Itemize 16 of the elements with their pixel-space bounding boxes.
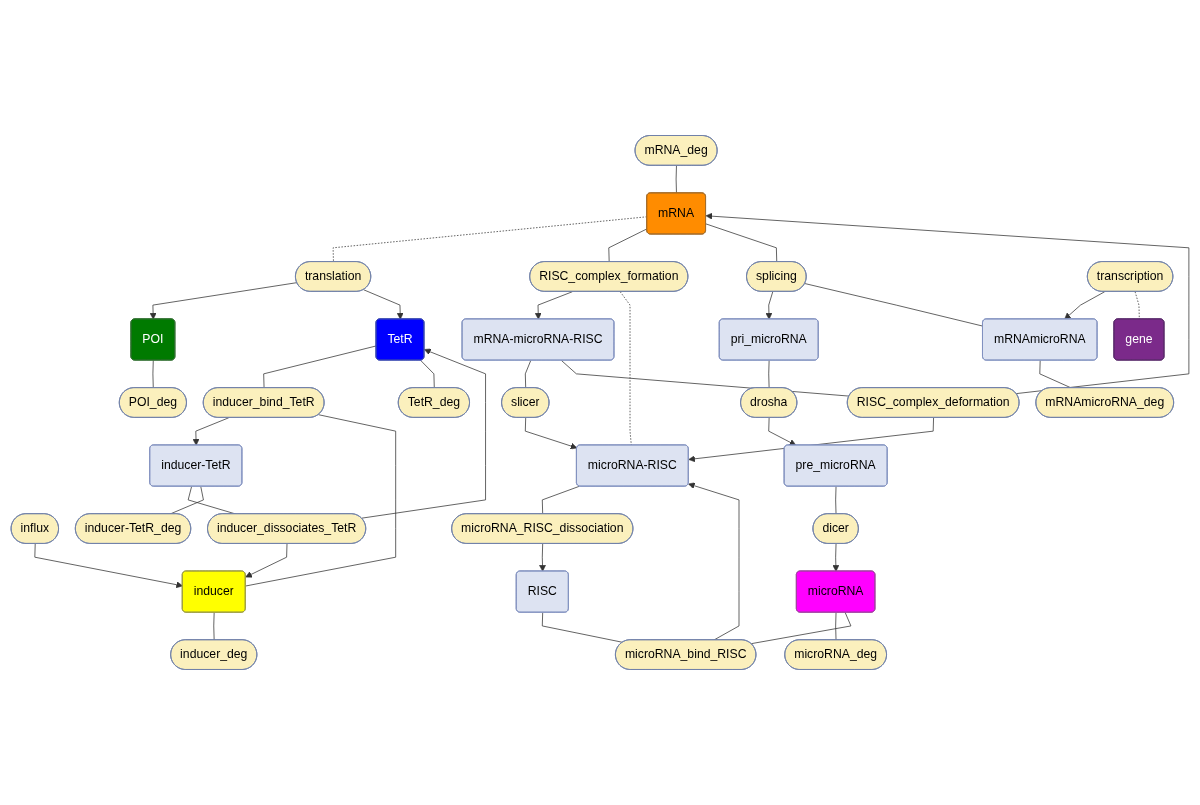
connector bbox=[705, 223, 778, 263]
connector bbox=[608, 228, 648, 263]
connector bbox=[541, 485, 580, 515]
connector bbox=[804, 283, 984, 327]
connector bbox=[675, 165, 677, 194]
connector bbox=[768, 360, 770, 389]
connector bbox=[152, 360, 154, 389]
connector bbox=[750, 612, 852, 645]
connector bbox=[835, 486, 837, 515]
connector bbox=[835, 612, 837, 641]
connector bbox=[619, 291, 632, 446]
connector bbox=[332, 216, 648, 263]
connector bbox=[1134, 291, 1140, 320]
connector bbox=[420, 360, 435, 389]
connector bbox=[263, 345, 377, 389]
connector bbox=[524, 360, 532, 389]
